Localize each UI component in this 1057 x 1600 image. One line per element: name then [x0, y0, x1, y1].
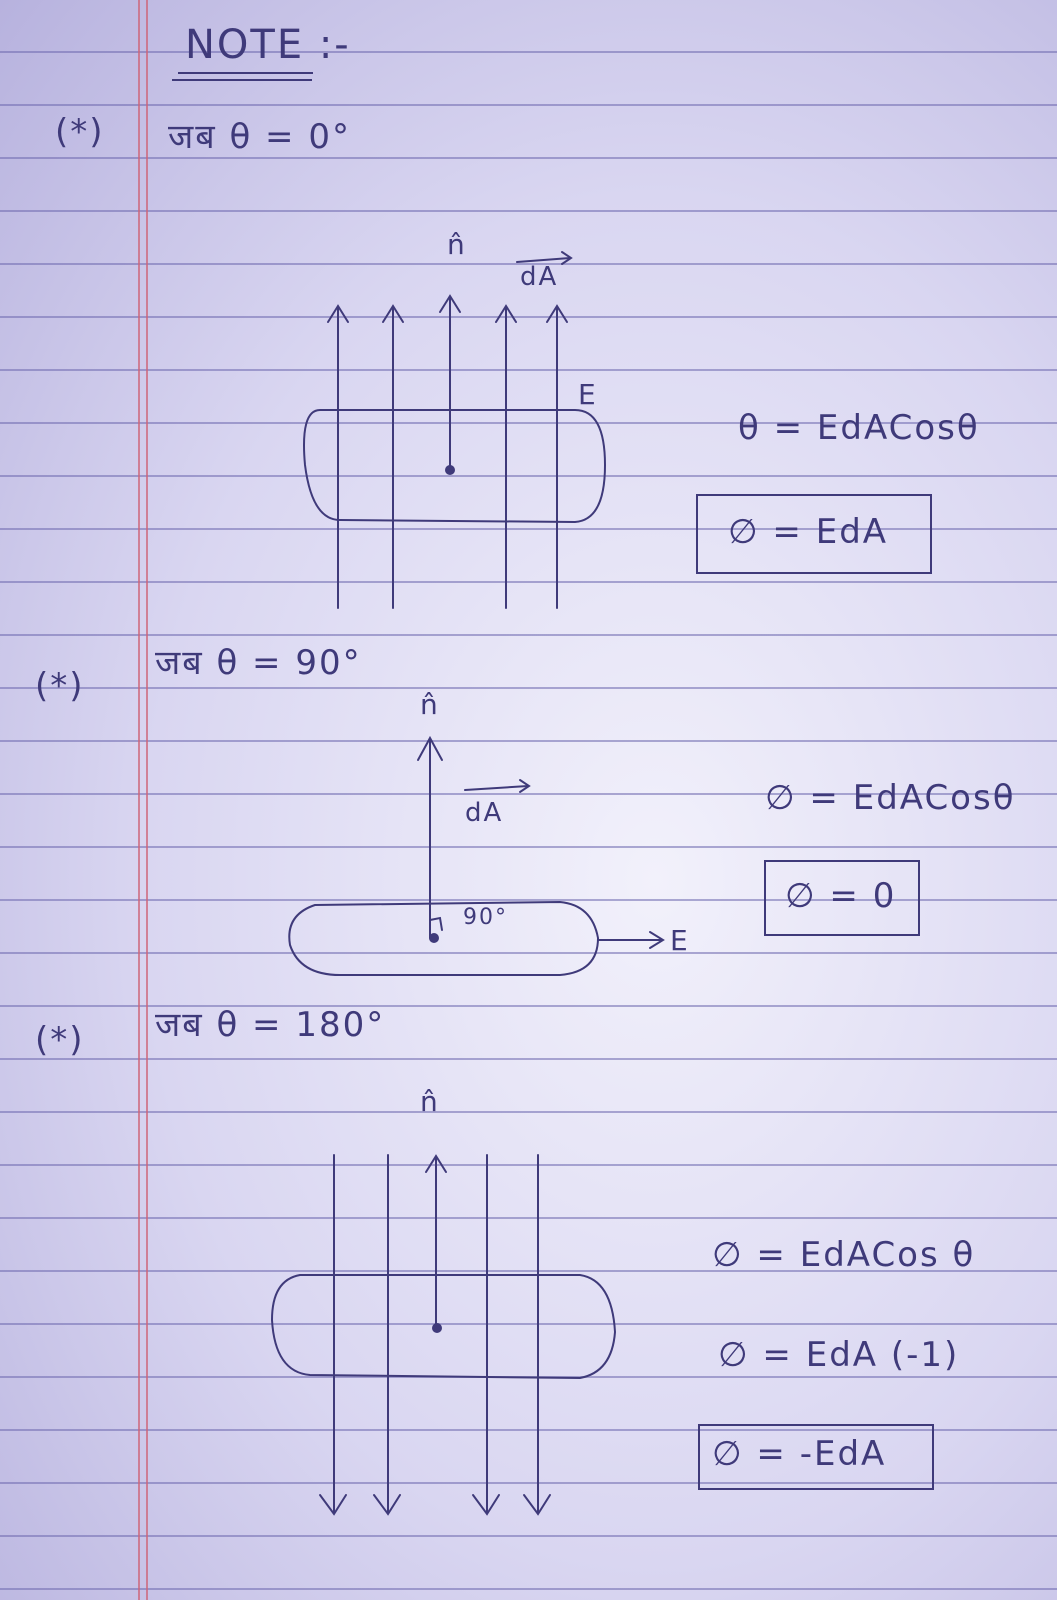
right-angle-mark [429, 916, 443, 931]
arrow-head [417, 735, 443, 761]
normal-vector-label: n̂ [420, 1085, 440, 1118]
result-text: ∅ = -EdA [712, 1434, 887, 1474]
title-underline [178, 72, 313, 74]
equation-text: ∅ = EdACos θ [712, 1235, 976, 1275]
arrow-head [561, 251, 573, 265]
bullet-marker: (*) [35, 666, 85, 706]
field-label: E [578, 378, 598, 411]
equation-text: ∅ = EdACosθ [765, 778, 1016, 818]
arrow-head [472, 1494, 500, 1516]
bullet-marker: (*) [35, 1020, 85, 1060]
diagram-theta-0 [303, 251, 607, 609]
equation-text: θ = EdACosθ [738, 408, 980, 448]
vector-bar [516, 257, 571, 263]
diagram-theta-180 [270, 1154, 617, 1516]
field-label: E [670, 924, 690, 957]
surface-ellipse [270, 1274, 617, 1380]
result-box [764, 860, 920, 936]
vector-bar [464, 785, 529, 791]
center-point [432, 1323, 442, 1333]
angle-label: 90° [463, 905, 508, 930]
equation-text: ∅ = EdA (-1) [718, 1335, 960, 1375]
result-text: ∅ = 0 [785, 876, 897, 916]
center-point [429, 933, 439, 943]
arrow-head [327, 304, 349, 323]
diagram-theta-90 [288, 735, 665, 976]
condition-text: जब θ = 180° [155, 1005, 386, 1045]
condition-text: जब θ = 90° [155, 643, 362, 683]
result-text: ∅ = EdA [728, 512, 889, 552]
arrow-head [523, 1494, 551, 1516]
note-title: NOTE :- [185, 22, 351, 68]
surface-ellipse [288, 900, 600, 976]
result-box [696, 494, 932, 574]
arrow-head [439, 294, 461, 313]
result-box [698, 1424, 934, 1490]
normal-vector-label: n̂ [420, 688, 440, 721]
arrow-head [382, 304, 404, 323]
surface-ellipse [303, 409, 607, 524]
arrow-head [495, 304, 517, 323]
margin-line [138, 0, 140, 1600]
condition-text: जब θ = 0° [168, 117, 351, 157]
area-vector-label: dA [465, 798, 504, 828]
normal-vector-label: n̂ [447, 228, 467, 261]
bullet-marker: (*) [55, 112, 105, 152]
arrow-head [425, 1154, 447, 1173]
area-vector-label: dA [520, 262, 559, 292]
arrow-head [546, 304, 568, 323]
margin-line [146, 0, 148, 1600]
arrow-head [319, 1494, 347, 1516]
center-point [445, 465, 455, 475]
arrow-head [519, 779, 531, 793]
arrow-head [373, 1494, 401, 1516]
title-underline [172, 79, 312, 81]
arrow-head [649, 931, 665, 949]
